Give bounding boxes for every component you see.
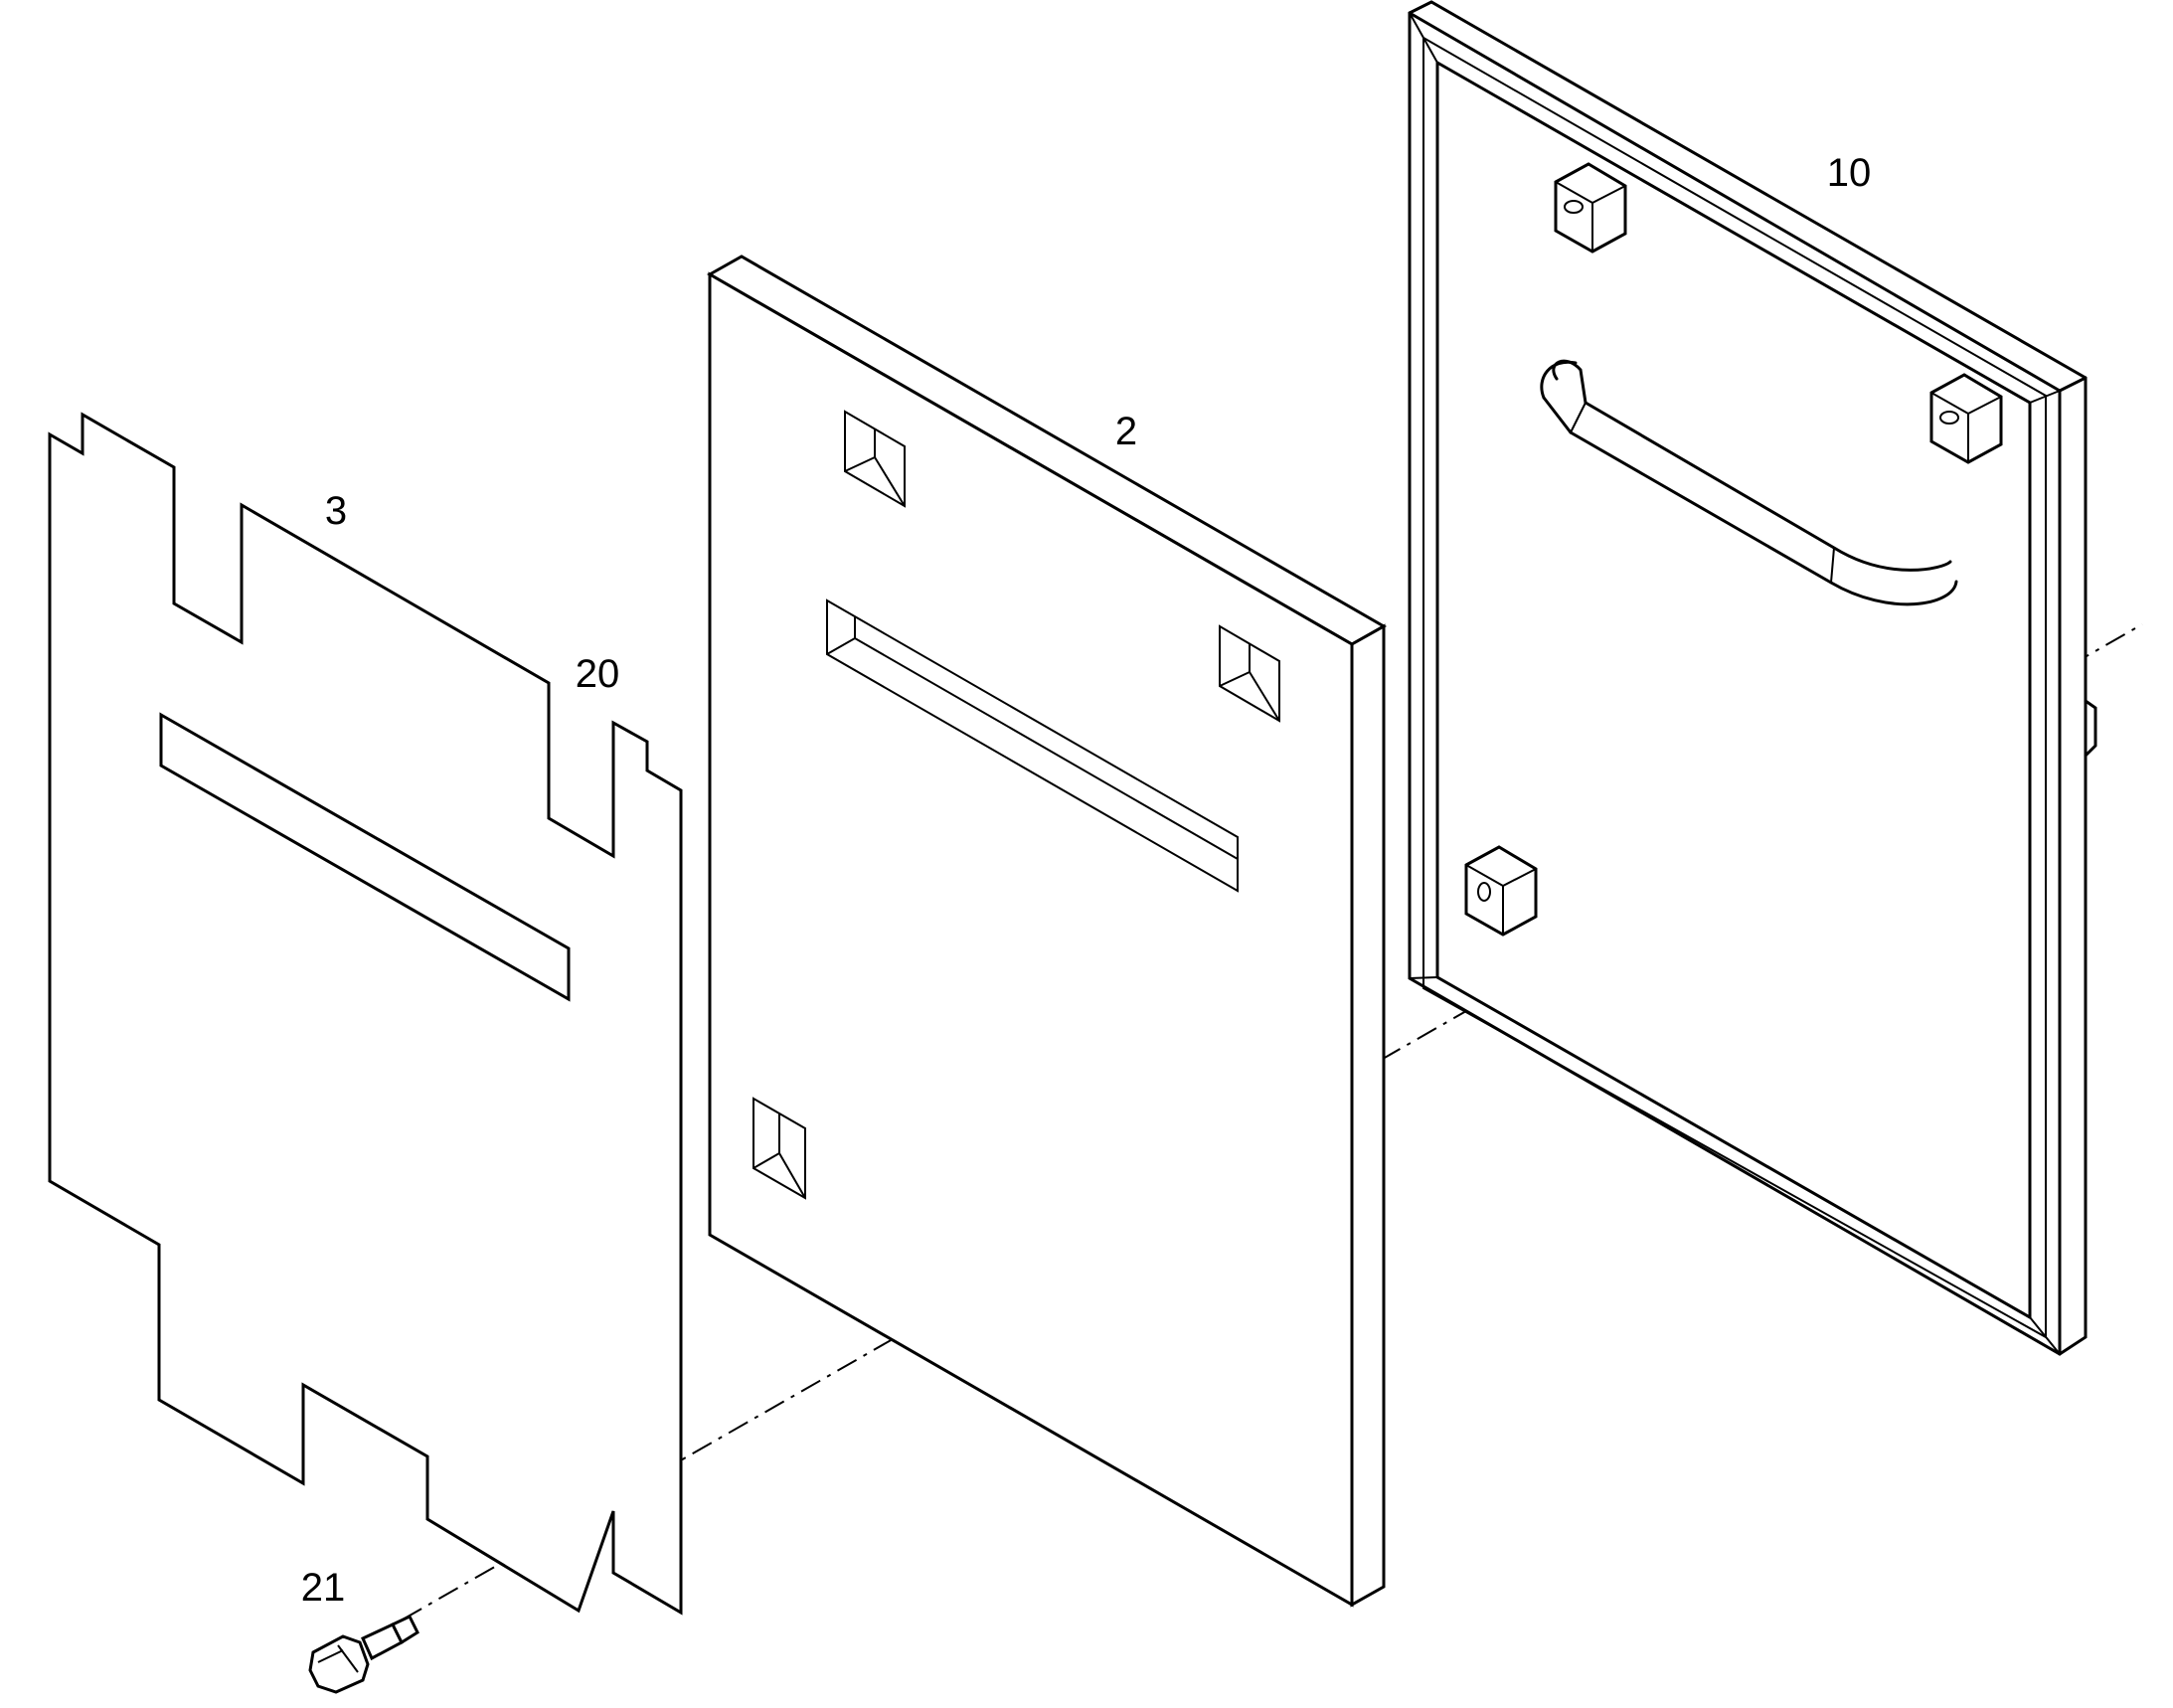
part-3-insulation-sheet xyxy=(48,412,683,1616)
part-3-slot xyxy=(159,712,571,1002)
part-10-handle xyxy=(1540,359,1958,606)
part-2-hole-bottom-left xyxy=(752,1097,806,1200)
part-21-bolt xyxy=(308,1615,419,1694)
label-part-21: 21 xyxy=(300,1566,346,1610)
part-2-hole-top-left xyxy=(844,410,906,508)
part-10-bracket-bottom xyxy=(1464,845,1538,937)
label-part-3: 3 xyxy=(324,489,348,533)
part-2-slot xyxy=(826,598,1239,893)
part-2-hole-right xyxy=(1219,624,1280,723)
part-2-panel-board xyxy=(706,255,1388,1608)
label-part-2: 2 xyxy=(1114,410,1138,453)
label-part-20: 20 xyxy=(575,652,620,696)
label-part-10: 10 xyxy=(1826,151,1872,195)
part-10-bracket-right xyxy=(1929,373,2003,464)
part-10-door-frame xyxy=(1408,0,2097,1356)
part-10-bracket-top xyxy=(1554,162,1627,254)
